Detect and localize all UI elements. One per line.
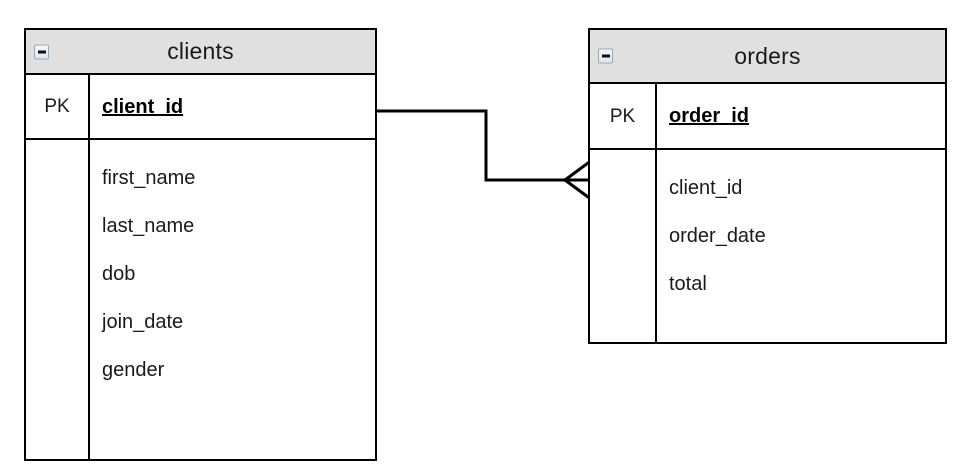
field-client-id-fk[interactable]: client_id bbox=[669, 177, 743, 199]
field-first-name[interactable]: first_name bbox=[102, 167, 196, 189]
key-gutter-clients-attrs bbox=[26, 140, 90, 459]
field-order-id-pk: order_id bbox=[669, 105, 750, 127]
key-label-pk-orders: PK bbox=[609, 105, 636, 127]
collapse-minus-icon[interactable] bbox=[34, 44, 49, 59]
field-cell-clients-pk: client_id bbox=[90, 97, 375, 117]
entity-body-clients: PK client_id first_name last_name dob jo… bbox=[26, 75, 375, 459]
field-total[interactable]: total bbox=[669, 273, 707, 295]
attribute-rows-orders: client_id order_date total bbox=[590, 150, 945, 342]
field-cell-orders-pk: order_id bbox=[657, 106, 945, 126]
key-gutter-clients-pk: PK bbox=[26, 75, 90, 138]
collapse-minus-icon[interactable] bbox=[598, 48, 613, 64]
field-dob[interactable]: dob bbox=[102, 263, 136, 285]
attribute-list-orders: client_id order_date total bbox=[657, 150, 945, 342]
entity-body-orders: PK order_id client_id order_date total bbox=[590, 84, 945, 342]
entity-header-clients: clients bbox=[26, 30, 375, 75]
field-order-date[interactable]: order_date bbox=[669, 225, 766, 247]
entity-table-orders[interactable]: orders PK order_id client_id order_date … bbox=[588, 28, 947, 344]
entity-header-orders: orders bbox=[590, 30, 945, 84]
entity-title-orders: orders bbox=[734, 42, 801, 69]
relationship-line bbox=[375, 109, 590, 182]
entity-title-clients: clients bbox=[167, 38, 234, 64]
field-join-date[interactable]: join_date bbox=[102, 311, 184, 333]
key-gutter-orders-pk: PK bbox=[590, 84, 657, 148]
attribute-rows-clients: first_name last_name dob join_date gende… bbox=[26, 140, 375, 459]
attribute-list-clients: first_name last_name dob join_date gende… bbox=[90, 140, 375, 459]
entity-table-clients[interactable]: clients PK client_id first_name last_nam… bbox=[24, 28, 377, 461]
key-label-pk-clients: PK bbox=[44, 96, 70, 117]
field-gender[interactable]: gender bbox=[102, 359, 165, 381]
field-client-id-pk: client_id bbox=[102, 95, 184, 118]
crows-foot-many-marker bbox=[562, 160, 591, 200]
primary-key-row-orders[interactable]: PK order_id bbox=[590, 84, 945, 150]
field-last-name[interactable]: last_name bbox=[102, 215, 195, 237]
primary-key-row-clients[interactable]: PK client_id bbox=[26, 75, 375, 140]
key-gutter-orders-attrs bbox=[590, 150, 657, 342]
